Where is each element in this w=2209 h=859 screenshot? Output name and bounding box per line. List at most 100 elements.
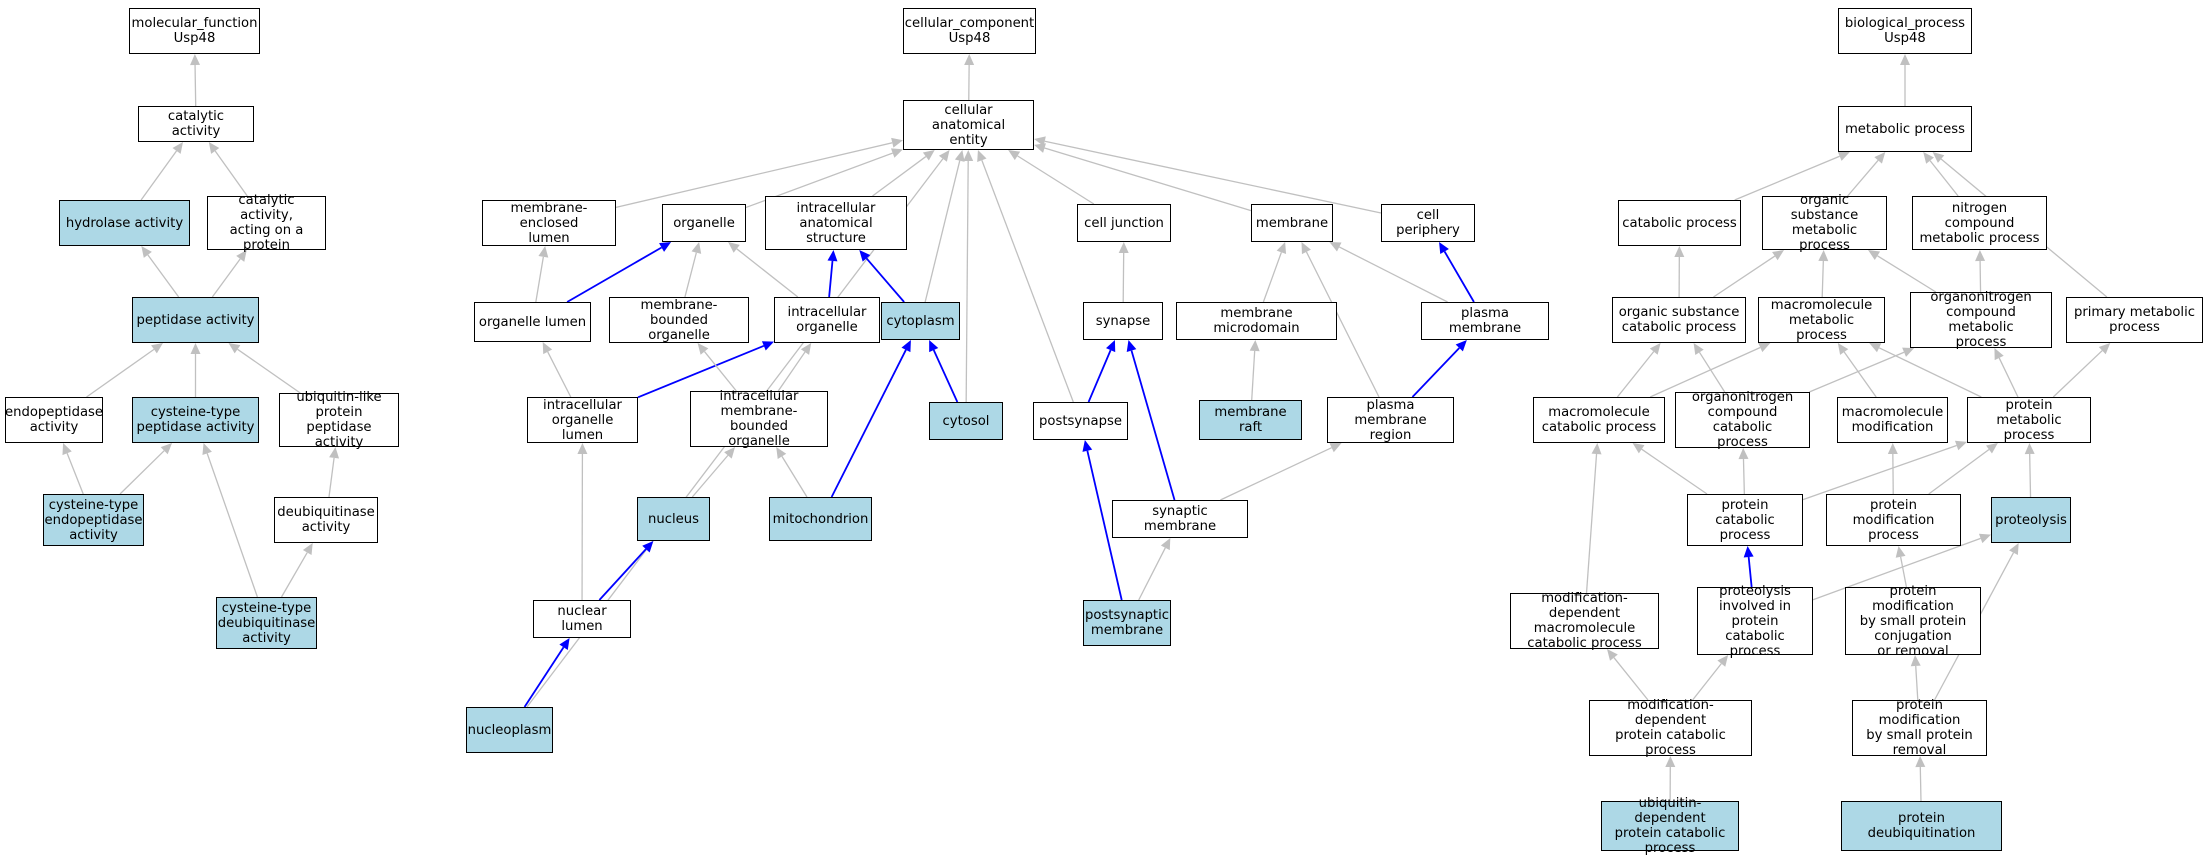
node-endopeptidase-activity[interactable]: endopeptidase activity [5,397,103,443]
edge-cys_deubiquitinase-to-cys_peptidase [206,453,259,598]
arrowhead-plasma_membrane-to-membrane [1329,242,1342,252]
node-catalytic-activity-protein[interactable]: catalytic activity, acting on a protein [207,193,326,253]
arrowhead-cys_deubiquitinase-to-deubiquitinase [302,543,313,556]
arrowhead-imbo-to-intra_org [800,343,812,355]
edge-ocm-to-osm [1877,255,1937,293]
edge-postsyn_membrane-to-postsynapse [1086,450,1123,601]
node-membrane-microdomain[interactable]: membrane microdomain [1176,302,1337,340]
node-ubiquitin-like-peptidase[interactable]: ubiquitin-like protein peptidase activit… [279,390,399,450]
edge-deubiquitination-to-pmspr [1919,766,1922,802]
node-protein-modification-small-protein-removal[interactable]: protein modification by small protein re… [1852,698,1987,758]
node-catalytic-activity[interactable]: catalytic activity [138,106,254,142]
node-proteolysis-protein-catabolic[interactable]: proteolysis involved in protein cataboli… [1697,584,1813,659]
node-nitrogen-compound-metabolic[interactable]: nitrogen compound metabolic process [1912,196,2047,250]
arrowhead-mbo-to-organelle [691,242,702,254]
arrowhead-pmp-to-metabolic [1932,152,1945,163]
node-deubiquitinase-activity[interactable]: deubiquitinase activity [274,497,378,543]
node-organic-substance-metabolic[interactable]: organic substance metabolic process [1762,193,1887,253]
node-protein-metabolic[interactable]: protein metabolic process [1967,397,2091,443]
node-organelle-lumen[interactable]: organelle lumen [474,302,591,342]
node-macromolecule-metabolic[interactable]: macromolecule metabolic process [1758,297,1885,343]
edge-prot_cat-to-occ [1742,458,1745,495]
edge-postsynapse-to-cae [981,160,1074,403]
node-organic-substance-catabolic[interactable]: organic substance catabolic process [1612,297,1746,343]
node-proteolysis[interactable]: proteolysis [1991,497,2071,543]
edge-prot_mod-to-prot_met [1928,449,1990,495]
edge-plasma_membrane-to-membrane [1338,246,1448,303]
node-cell-junction[interactable]: cell junction [1077,204,1171,242]
arrowhead-ias-to-cae [922,150,935,161]
node-nuclear-lumen[interactable]: nuclear lumen [533,600,631,638]
node-membrane-raft[interactable]: membrane raft [1199,400,1302,440]
arrowhead-cys_deubiquitinase-to-cys_peptidase [202,443,212,456]
arrowhead-organelle_lumen-to-organelle [659,242,672,252]
node-metabolic-process[interactable]: metabolic process [1838,106,1972,152]
node-nucleoplasm[interactable]: nucleoplasm [466,707,553,753]
node-postsynaptic-membrane[interactable]: postsynaptic membrane [1083,600,1171,646]
node-plasma-membrane[interactable]: plasma membrane [1421,302,1549,340]
arrowhead-mcp-to-mmp [1758,342,1771,353]
node-membrane[interactable]: membrane [1251,204,1333,242]
node-biological-process[interactable]: biological_process Usp48 [1838,8,1972,54]
node-membrane-bounded-organelle[interactable]: membrane-bounded organelle [609,297,749,343]
arrowhead-prot_cat-to-occ [1738,448,1749,460]
node-modification-dependent-macromolecule-catabolic[interactable]: modification-dependent macromolecule cat… [1510,591,1659,651]
edge-imbo-to-intra_org [777,351,806,392]
node-cysteine-peptidase[interactable]: cysteine-type peptidase activity [132,397,259,443]
node-postsynapse[interactable]: postsynapse [1033,402,1128,440]
node-cysteine-endopeptidase[interactable]: cysteine-type endopeptidase activity [43,494,144,546]
edge-cell_periphery-to-cae [1044,140,1382,214]
node-intracellular-organelle[interactable]: intracellular organelle [774,297,880,343]
arrowhead-mmod-to-mmp [1837,343,1849,355]
node-cellular-component[interactable]: cellular_component Usp48 [903,8,1036,54]
node-macromolecule-catabolic[interactable]: macromolecule catabolic process [1533,397,1665,443]
node-protein-deubiquitination[interactable]: protein deubiquitination [1841,801,2002,851]
node-protein-catabolic[interactable]: protein catabolic process [1687,494,1803,546]
node-nucleus[interactable]: nucleus [637,497,710,541]
node-intracellular-organelle-lumen[interactable]: intracellular organelle lumen [527,397,638,443]
node-organelle[interactable]: organelle [662,204,746,242]
node-cytoplasm[interactable]: cytoplasm [881,302,960,340]
edge-nucleus-to-imbo [691,454,729,498]
arrowhead-cytosol-to-cytoplasm [929,340,939,353]
node-macromolecule-modification[interactable]: macromolecule modification [1837,397,1948,443]
edge-cytosol-to-cytoplasm [932,349,959,403]
node-primary-metabolic[interactable]: primary metabolic process [2066,297,2203,343]
node-molecular-function[interactable]: molecular_function Usp48 [129,8,260,54]
edge-mitochondrion-to-cytoplasm [830,349,907,498]
arrowhead-cys_endopeptidase-to-cys_peptidase [160,443,173,455]
node-synaptic-membrane[interactable]: synaptic membrane [1112,500,1248,538]
node-modification-dependent-protein-catabolic[interactable]: modification-dependent protein catabolic… [1589,698,1752,758]
node-cellular-anatomical-entity[interactable]: cellular anatomical entity [903,100,1034,150]
node-cell-periphery[interactable]: cell periphery [1381,204,1475,242]
arrowhead-mmp-to-osm [1818,250,1829,262]
edge-postsyn_membrane-to-syn_membrane [1138,547,1166,601]
node-ubiquitin-dependent-protein-catabolic[interactable]: ubiquitin-dependent protein catabolic pr… [1601,796,1739,856]
node-synapse[interactable]: synapse [1083,302,1163,340]
node-protein-modification[interactable]: protein modification process [1826,494,1961,546]
node-intracellular-anatomical-structure[interactable]: intracellular anatomical structure [765,196,907,250]
edge-mcp-to-mmp [1649,346,1761,398]
node-intracellular-membrane-bounded-organelle[interactable]: intracellular membrane-bounded organelle [690,389,828,449]
edge-postsynapse-to-synapse [1087,349,1112,403]
node-hydrolase-activity[interactable]: hydrolase activity [59,200,190,246]
edge-cytoplasm-to-cae [924,160,961,303]
edge-synapse-to-cell_junction [1122,252,1125,303]
node-peptidase-activity[interactable]: peptidase activity [132,297,259,343]
edge-pm_region-to-plasma_membrane [1411,347,1460,398]
edge-deubiquitinase-to-ubl_peptidase [328,457,335,498]
edge-prot_met-to-pmp [2052,350,2103,398]
node-cytosol[interactable]: cytosol [929,402,1003,440]
node-membrane-enclosed-lumen[interactable]: membrane-enclosed lumen [482,200,616,246]
node-organonitrogen-metabolic[interactable]: organonitrogen compound metabolic proces… [1910,290,2052,350]
node-cysteine-deubiquitinase[interactable]: cysteine-type deubiquitinase activity [216,597,317,649]
edge-endopeptidase-to-peptidase [86,348,155,398]
node-protein-modification-small-protein[interactable]: protein modification by small protein co… [1845,584,1981,659]
arrowhead-intra_org-to-organelle [728,242,740,253]
node-mitochondrion[interactable]: mitochondrion [769,497,872,541]
edge-proteolysis-to-prot_met [2029,453,2032,498]
node-organonitrogen-catabolic[interactable]: organonitrogen compound catabolic proces… [1675,390,1810,450]
node-catabolic-process[interactable]: catabolic process [1618,200,1741,246]
arrowhead-mdmcp-to-mcp [1591,443,1602,455]
node-plasma-membrane-region[interactable]: plasma membrane region [1327,397,1454,443]
